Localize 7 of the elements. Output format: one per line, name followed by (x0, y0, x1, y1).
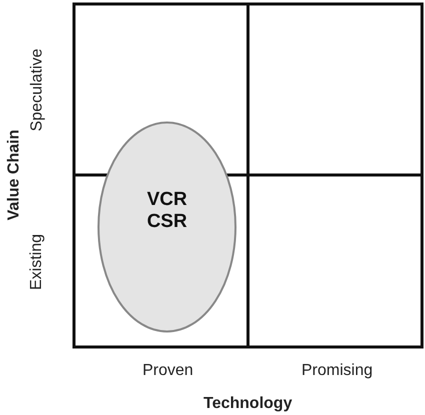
axis-title: Technology (204, 395, 292, 413)
axis-category-label: Proven (142, 362, 194, 380)
axis-title: Value Chain (4, 130, 23, 220)
axis-category-label: Promising (302, 362, 373, 380)
region-label: VCR CSR (146, 189, 188, 233)
axis-category-label: Speculative (28, 48, 46, 132)
axis-category-label: Existing (28, 234, 46, 290)
